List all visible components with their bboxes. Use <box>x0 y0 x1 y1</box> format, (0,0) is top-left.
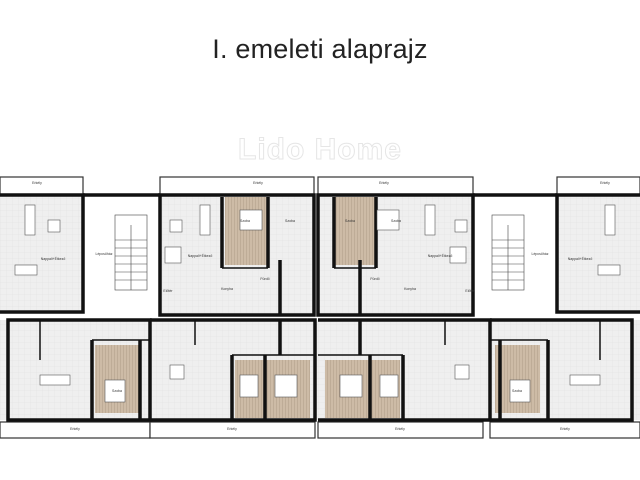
balconies-bottom <box>0 421 640 439</box>
bedroom-floor <box>335 197 375 265</box>
label-hall: Előtér <box>465 289 475 293</box>
label-kitchen: Konyha <box>221 287 233 291</box>
label-balcony: Erkély <box>379 181 389 185</box>
label-stairs: Lépcsőház <box>96 252 113 256</box>
bedroom-floor <box>95 345 140 413</box>
label-living: Nappali+Étkező <box>188 253 213 258</box>
label-living: Nappali+Étkező <box>568 256 593 261</box>
interior-walls <box>39 267 601 360</box>
label-kitchen: Konyha <box>404 287 416 291</box>
stairwell-right <box>491 214 525 291</box>
label-balcony: Erkély <box>32 181 42 185</box>
label-stairs: Lépcsőház <box>532 252 549 256</box>
room-labels: Erkély Erkély Erkély Erkély Szoba Szoba … <box>32 181 610 431</box>
balconies-top <box>0 176 640 196</box>
label-room: Szoba <box>240 219 250 223</box>
label-room: Szoba <box>112 389 122 393</box>
label-balcony: Erkély <box>227 427 237 431</box>
label-living: Nappali+Étkező <box>41 256 66 261</box>
label-room: Szoba <box>345 219 355 223</box>
bedroom-floor <box>225 197 267 265</box>
floors <box>0 195 640 420</box>
label-room: Szoba <box>512 389 522 393</box>
label-balcony: Erkély <box>600 181 610 185</box>
label-bath: Fürdő <box>370 277 379 281</box>
label-living: Nappali+Étkező <box>428 253 453 258</box>
walls <box>0 193 640 422</box>
label-balcony: Erkély <box>253 181 263 185</box>
label-hall: Előtér <box>163 289 173 293</box>
label-balcony: Erkély <box>395 427 405 431</box>
label-room: Szoba <box>285 219 295 223</box>
furniture <box>14 204 621 403</box>
label-bath: Fürdő <box>260 277 269 281</box>
label-balcony: Erkély <box>560 427 570 431</box>
label-room: Szoba <box>391 219 401 223</box>
watermark-logo: Lido Home <box>238 133 402 167</box>
label-balcony: Erkély <box>70 427 80 431</box>
page-title: I. emeleti alaprajz <box>212 34 428 64</box>
stairwell-left <box>114 214 148 291</box>
